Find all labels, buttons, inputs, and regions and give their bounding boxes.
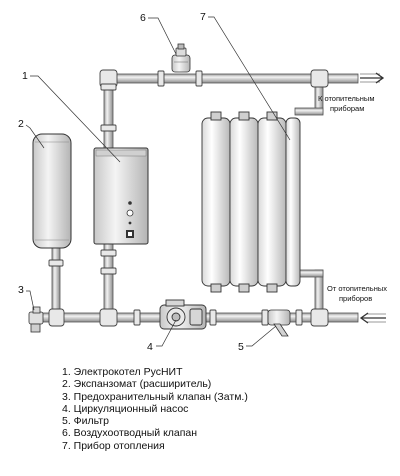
strainer-filter [267, 309, 291, 337]
boiler-indicator-lamp [128, 201, 132, 205]
callout-2: 2 [18, 118, 24, 130]
flow-out-label-line2: приборам [330, 104, 364, 113]
electric-boiler [93, 147, 149, 245]
callout-4: 4 [147, 341, 153, 353]
flow-labels: К отопительным приборам От отопительных … [318, 94, 387, 303]
pipe-network [39, 73, 359, 323]
pipe-fittings [48, 69, 329, 327]
legend-item: 6. Воздухоотводный клапан [62, 427, 198, 440]
legend-item: 5. Фильтр [62, 415, 109, 428]
legend-item: 1. Электрокотел РусНИТ [62, 366, 183, 378]
radiator-supply-stub [294, 107, 324, 116]
flow-in-label-line2: приборов [339, 294, 372, 303]
legend-item: 7. Прибор отопления [62, 439, 165, 452]
circulation-pump [159, 299, 207, 330]
callout-6: 6 [140, 12, 146, 24]
component-legend: 1. Электрокотел РусНИТ 2. Экспанзомат (р… [62, 366, 248, 452]
legend-item: 3. Предохранительный клапан (Затм.) [62, 390, 248, 403]
legend-item: 2. Экспанзомат (расширитель) [62, 378, 212, 391]
safety-valve [28, 306, 44, 333]
flow-out-label-line1: К отопительным [318, 94, 374, 103]
callout-5: 5 [238, 341, 244, 353]
flow-in-arrow-icon [359, 312, 386, 324]
callout-3: 3 [18, 284, 24, 296]
flow-out-arrow-icon [360, 72, 385, 84]
leader-lines [25, 16, 291, 347]
legend-item: 4. Циркуляционный насос [62, 402, 189, 415]
boiler-control-knob [126, 209, 134, 217]
air-vent-valve [171, 43, 191, 73]
callout-7: 7 [200, 11, 206, 23]
callout-1: 1 [22, 70, 28, 82]
flow-in-label-line1: От отопительных [327, 284, 387, 293]
radiator [201, 111, 301, 293]
callout-labels: 1 2 3 4 5 6 7 [18, 11, 244, 353]
expansion-tank [32, 133, 72, 249]
